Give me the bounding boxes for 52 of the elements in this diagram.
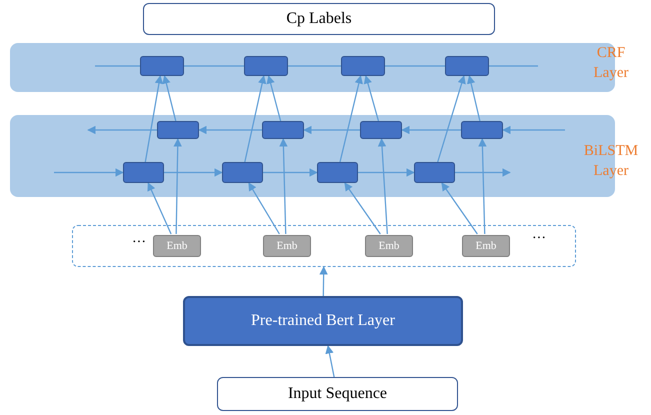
arrow <box>244 75 266 162</box>
arrow <box>164 168 223 177</box>
layer-label: CRF Layer <box>592 44 630 83</box>
arrow <box>441 182 478 234</box>
arrow <box>378 138 388 234</box>
cell-box <box>244 56 288 76</box>
arrow <box>401 126 461 134</box>
cell-box <box>262 121 304 139</box>
embedding-box: Emb <box>462 235 510 257</box>
arrow <box>455 168 511 177</box>
layer-label: BiLSTM Layer <box>583 142 639 181</box>
layer-box: Pre-trained Bert Layer <box>183 296 463 346</box>
arrow <box>54 168 124 177</box>
arrow <box>263 168 318 177</box>
arrow <box>266 75 282 122</box>
arrow <box>478 138 487 234</box>
cell-box <box>445 56 489 76</box>
arrow <box>502 126 565 134</box>
embedding-box: Emb <box>153 235 201 257</box>
arrow <box>248 182 280 234</box>
arrow <box>303 126 360 134</box>
label-box: Cp Labels <box>143 3 495 35</box>
arrow <box>87 126 157 134</box>
arrow <box>364 75 380 122</box>
cell-box <box>123 162 164 183</box>
cell-box <box>360 121 402 139</box>
cell-box <box>222 162 263 183</box>
arrow <box>162 75 176 122</box>
arrow <box>147 182 172 234</box>
arrow <box>144 75 164 162</box>
arrow <box>319 266 328 296</box>
cell-box <box>341 56 385 76</box>
embedding-box: Emb <box>365 235 413 257</box>
label-box: Input Sequence <box>217 377 458 411</box>
cell-box <box>317 162 358 183</box>
cell-box <box>140 56 184 76</box>
arrow <box>339 75 363 162</box>
arrow <box>279 138 288 234</box>
embedding-box: Emb <box>263 235 311 257</box>
arrow <box>198 126 262 134</box>
cell-box <box>157 121 199 139</box>
dashed-container <box>72 225 576 267</box>
arrow <box>437 75 466 162</box>
arrow <box>358 168 415 177</box>
arrow <box>174 138 182 234</box>
arrow <box>344 182 381 234</box>
arrow <box>325 345 335 378</box>
ellipsis: ··· <box>532 232 546 246</box>
ellipsis: ··· <box>132 236 146 250</box>
arrow <box>466 75 480 122</box>
cell-box <box>461 121 503 139</box>
cell-box <box>414 162 455 183</box>
